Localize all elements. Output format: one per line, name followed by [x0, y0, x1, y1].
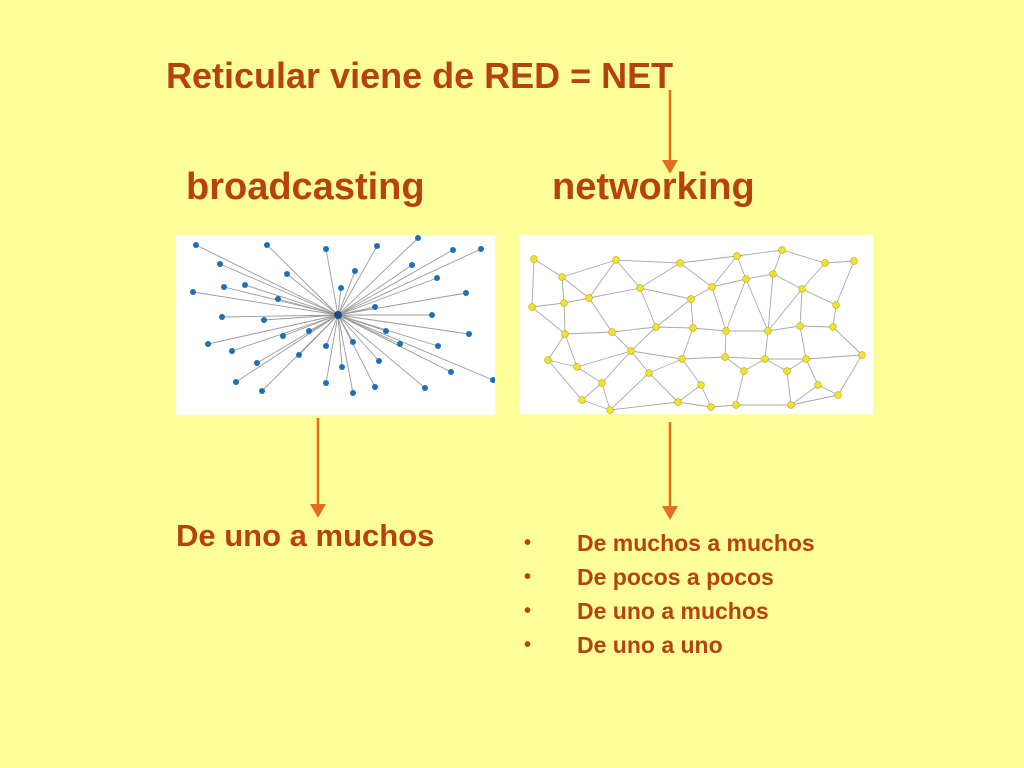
bullet-icon: •: [524, 532, 532, 554]
bullet-icon: •: [524, 634, 532, 656]
networking-list: •De muchos a muchos •De pocos a pocos •D…: [522, 527, 815, 663]
arrow-network-down-icon: [662, 422, 678, 520]
bullet-icon: •: [524, 600, 532, 622]
arrow-broadcast-down-icon: [310, 418, 326, 518]
broadcast-caption: De uno a muchos: [176, 518, 435, 553]
network-graph: [520, 235, 873, 414]
list-item: •De uno a muchos: [522, 595, 815, 629]
networking-heading: networking: [552, 166, 755, 208]
list-item: •De pocos a pocos: [522, 561, 815, 595]
bullet-icon: •: [524, 566, 532, 588]
broadcasting-heading: broadcasting: [186, 166, 425, 208]
slide-title: Reticular viene de RED = NET: [166, 55, 674, 96]
broadcast-graph: [175, 235, 495, 415]
list-item: •De uno a uno: [522, 629, 815, 663]
list-item: •De muchos a muchos: [522, 527, 815, 561]
arrow-net-to-networking-icon: [662, 90, 678, 174]
